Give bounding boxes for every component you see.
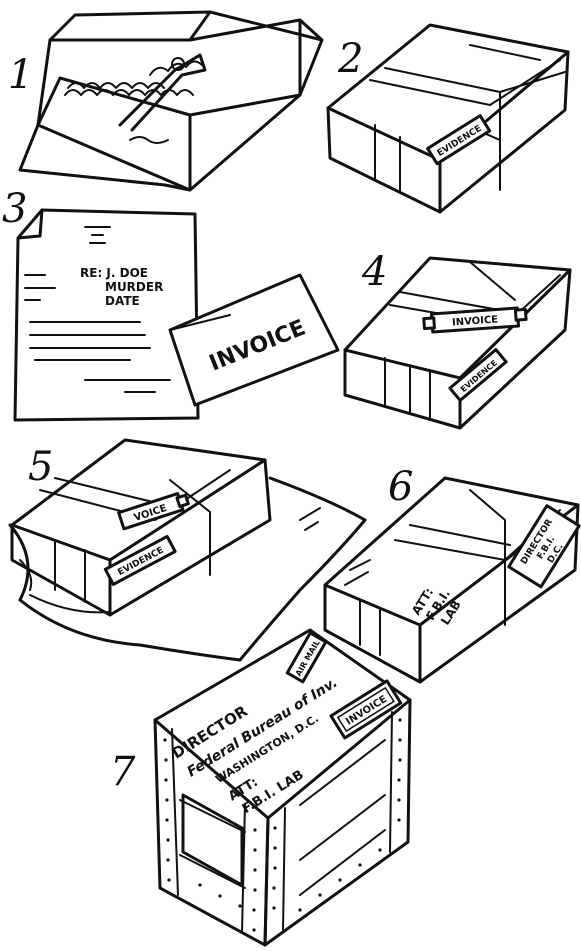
step-6-number: 6: [388, 464, 413, 510]
step-2-number: 2: [337, 36, 363, 82]
step-5-box-in-bag: 5 VOICE EVIDENCE: [10, 440, 365, 660]
letter-line-re: RE: J. DOE: [80, 266, 148, 280]
step-6-addressed-box: 6 ATT: F.B.I. LAB DIRECTOR F.B.I. D.C.: [325, 464, 579, 682]
step-1-open-box: 1: [8, 12, 322, 190]
step-3-letter: 3 RE: J. DOE MURDER DATE: [2, 186, 198, 420]
letter-line-murder: MURDER: [105, 280, 163, 294]
step-2-wrapped-box: 2 EVIDENCE: [328, 25, 568, 212]
step-4-number: 4: [361, 249, 387, 295]
step-7-wooden-crate: 7 DIRECTOR Federal: [110, 630, 410, 945]
step-5-number: 5: [28, 444, 53, 490]
step-7-number: 7: [110, 749, 136, 795]
step-3-number: 3: [2, 186, 27, 232]
step-1-number: 1: [8, 52, 33, 98]
letter-line-date: DATE: [105, 294, 140, 308]
step-4-box-with-invoice: 4 INVOICE EVIDENCE: [345, 249, 570, 428]
